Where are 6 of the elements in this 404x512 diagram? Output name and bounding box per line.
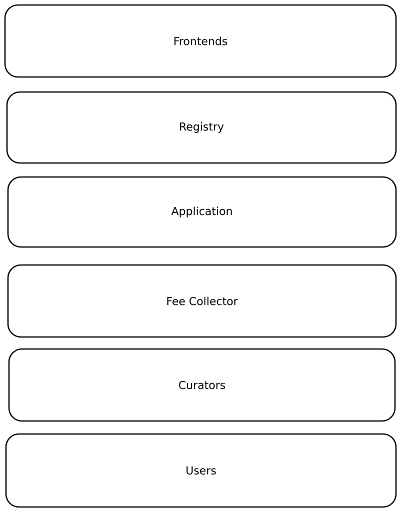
process-box: Application (7, 176, 397, 248)
process-box: Frontends (4, 4, 397, 78)
process-box: Fee Collector (7, 264, 397, 338)
process-box: Registry (6, 91, 397, 164)
process-box: Curators (8, 348, 396, 422)
process-box: Users (5, 433, 397, 508)
